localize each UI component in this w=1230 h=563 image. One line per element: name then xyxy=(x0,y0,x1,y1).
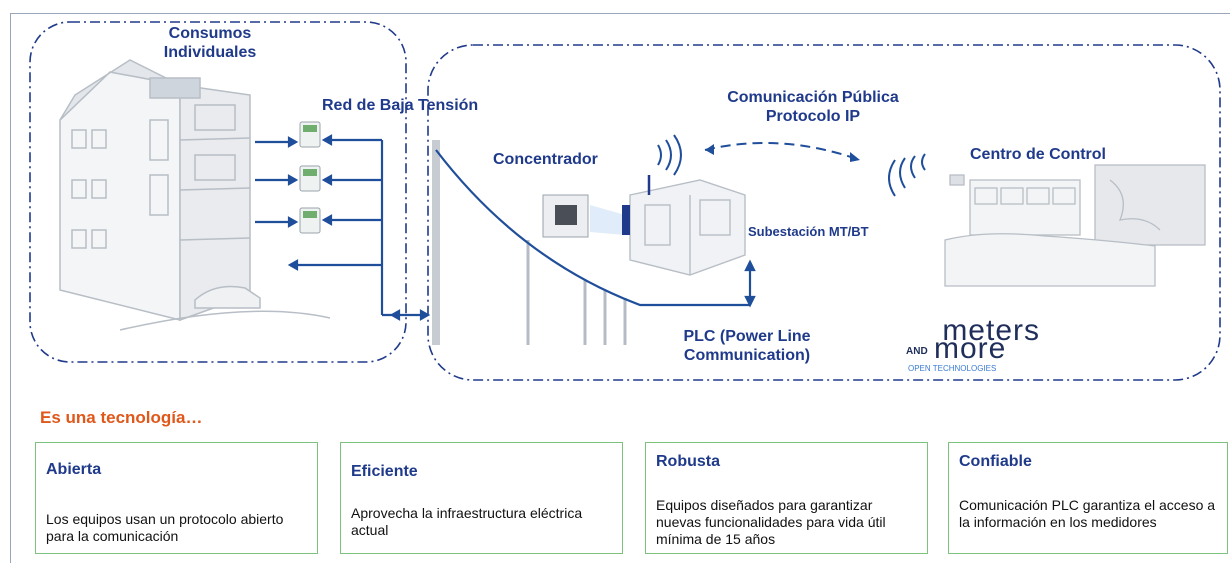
logo-word-more: more xyxy=(934,332,1007,365)
substation-label: Subestación MT/BT xyxy=(748,224,869,239)
logo-word-meters: meters xyxy=(942,314,1040,347)
feature-card-abierta: Abierta Los equipos usan un protocolo ab… xyxy=(35,442,318,554)
top-frame-line xyxy=(10,13,1230,14)
low-voltage-label: Red de Baja Tensión xyxy=(322,97,479,114)
power-poles xyxy=(432,140,627,345)
feature-card-robusta: Robusta Equipos diseñados para garantiza… xyxy=(645,442,928,554)
meters-and-more-logo: meters AND more OPEN TECHNOLOGIES xyxy=(900,314,1050,376)
control-center-label: Centro de Control xyxy=(970,146,1106,163)
power-line xyxy=(435,149,750,307)
plc-label: PLC (Power Line Communication) xyxy=(683,328,811,364)
control-center-icon xyxy=(944,164,1206,287)
card-description: Equipos diseñados para garantizar nuevas… xyxy=(656,497,886,547)
feature-card-confiable: Confiable Comunicación PLC garantiza el … xyxy=(948,442,1228,554)
card-description: Aprovecha la infraestructura eléctrica a… xyxy=(351,505,583,538)
meter-icon-1 xyxy=(299,121,321,148)
radio-waves-right xyxy=(888,153,926,197)
meter-icon-3 xyxy=(299,207,321,234)
concentrator-label: Concentrador xyxy=(493,151,598,168)
feature-card-eficiente: Eficiente Aprovecha la infraestructura e… xyxy=(340,442,623,554)
card-description: Los equipos usan un protocolo abierto pa… xyxy=(46,511,284,544)
card-title: Eficiente xyxy=(351,463,418,480)
logo-tagline: OPEN TECHNOLOGIES xyxy=(908,364,997,373)
logo-word-and: AND xyxy=(906,346,928,357)
section-heading: Es una tecnología… xyxy=(40,408,203,427)
consumers-group-box xyxy=(29,21,407,363)
card-title: Abierta xyxy=(46,461,102,478)
low-voltage-wiring xyxy=(255,134,431,321)
building-icon xyxy=(59,59,331,331)
card-title: Robusta xyxy=(656,453,720,470)
substation-icon xyxy=(622,175,746,276)
network-diagram xyxy=(29,21,1221,381)
ip-link xyxy=(704,141,861,161)
meter-icon-2 xyxy=(299,165,321,192)
consumers-label: Consumos Individuales xyxy=(163,25,257,61)
card-description: Comunicación PLC garantiza el acceso a l… xyxy=(959,497,1216,530)
concentrator-icon xyxy=(542,194,625,238)
public-communication-label: Comunicación Pública Protocolo IP xyxy=(727,89,899,125)
left-frame-line xyxy=(10,13,11,563)
radio-waves-left xyxy=(657,134,682,176)
plc-link xyxy=(744,259,756,308)
card-title: Confiable xyxy=(959,453,1032,470)
utility-group-box xyxy=(427,44,1221,381)
